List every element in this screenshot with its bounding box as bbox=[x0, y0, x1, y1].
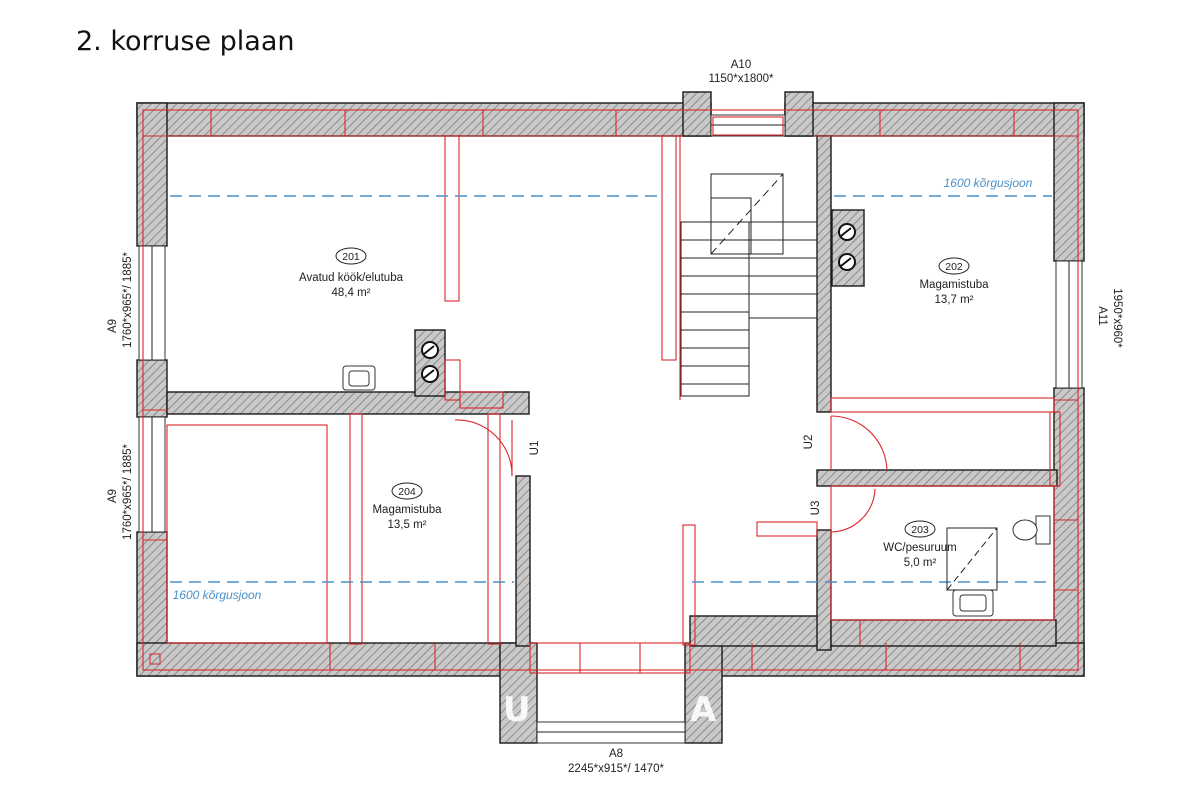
window-a8-code: A8 bbox=[609, 748, 623, 760]
room-202-name: Magamistuba bbox=[919, 279, 989, 291]
height-lines bbox=[170, 195, 1052, 583]
door-u3-label: U3 bbox=[810, 501, 822, 516]
window-a10-size: 1150*x1800* bbox=[708, 73, 774, 85]
window-a10-code: A10 bbox=[731, 59, 751, 71]
window-a9-bottom-size: 1760*x965*/ 1885* bbox=[122, 444, 134, 540]
window-a11-size: 1950*x960* bbox=[1111, 288, 1123, 348]
room-203-number: 203 bbox=[911, 524, 929, 536]
wall-top-left bbox=[136, 102, 712, 137]
window-a8-size: 2245*x915*/ 1470* bbox=[568, 763, 664, 775]
interior-walls bbox=[166, 135, 1058, 651]
chimney-flue-icon bbox=[421, 223, 856, 383]
wall-top-right bbox=[784, 102, 1085, 137]
wall-right-1 bbox=[1053, 102, 1085, 262]
corner-marker bbox=[149, 653, 161, 665]
room-204-number: 204 bbox=[398, 486, 416, 498]
toilet-icon bbox=[1012, 515, 1051, 545]
wall-bottom-right bbox=[689, 642, 1085, 677]
sink-icon bbox=[342, 365, 994, 617]
window-a9-bottom-code: A9 bbox=[107, 489, 119, 503]
chimney-right bbox=[831, 209, 865, 287]
room-202-number: 202 bbox=[945, 261, 963, 273]
room-204-area: 13,5 m² bbox=[388, 519, 427, 531]
room-203-name: WC/pesuruum bbox=[883, 542, 957, 554]
room-203-area: 5,0 m² bbox=[904, 557, 937, 569]
room-201-number: 201 bbox=[342, 251, 360, 263]
wall-bottom-left bbox=[136, 642, 533, 677]
height-line-label-left: 1600 kõrgusjoon bbox=[173, 588, 262, 602]
stair-icon bbox=[680, 173, 818, 397]
door-labels: U1 U2 U3 bbox=[529, 435, 822, 516]
room-labels: 201 Avatud köök/elutuba 48,4 m² 202 Maga… bbox=[299, 247, 989, 569]
watermark-left: U bbox=[503, 690, 531, 730]
shower-icon bbox=[946, 527, 998, 591]
height-line-label-right: 1600 kõrgusjoon bbox=[944, 176, 1033, 190]
window-a9-top-code: A9 bbox=[107, 319, 119, 333]
red-construction-lines bbox=[142, 109, 1079, 674]
windows bbox=[138, 114, 1083, 744]
door-u1-label: U1 bbox=[529, 441, 541, 456]
chimney-left bbox=[414, 329, 446, 397]
window-labels: A10 1150*x1800* A8 2245*x915*/ 1470* A9 … bbox=[107, 59, 1123, 775]
room-204-name: Magamistuba bbox=[372, 504, 442, 516]
page-title: 2. korruse plaan bbox=[76, 26, 295, 57]
room-201-area: 48,4 m² bbox=[332, 287, 371, 299]
door-u2-label: U2 bbox=[803, 435, 815, 450]
room-201-name: Avatud köök/elutuba bbox=[299, 272, 404, 284]
watermark-right: A bbox=[690, 690, 717, 730]
wall-left-1 bbox=[136, 102, 168, 247]
room-202-area: 13,7 m² bbox=[935, 294, 974, 306]
window-a9-top-size: 1760*x965*/ 1885* bbox=[122, 252, 134, 348]
window-a11-code: A11 bbox=[1096, 306, 1108, 326]
doors bbox=[454, 415, 888, 533]
